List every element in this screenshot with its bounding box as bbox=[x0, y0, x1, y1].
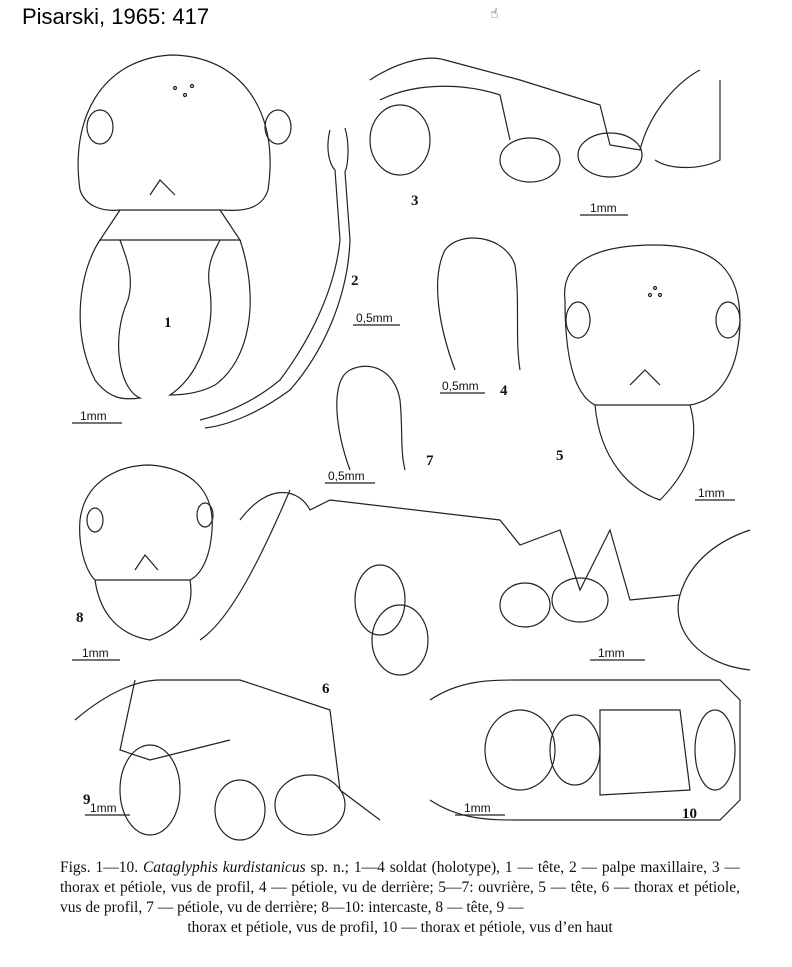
figure-plate: 1 2 3 4 5 6 7 8 9 10 1mm 0,5mm 1mm 0,5mm… bbox=[72, 54, 751, 841]
fig9-thorax-drawing bbox=[74, 679, 381, 841]
caption-body: sp. n.; 1—4 soldat (holotype), 1 — tête,… bbox=[60, 859, 741, 916]
fig1-scale: 1mm bbox=[80, 409, 107, 423]
fig2-label: 2 bbox=[351, 273, 359, 289]
fig1-head-drawing bbox=[77, 54, 292, 400]
hand-cursor-icon: ☝ bbox=[490, 6, 499, 22]
fig6-label: 6 bbox=[322, 681, 330, 697]
fig3-scale: 1mm bbox=[590, 201, 617, 215]
fig8-head-drawing bbox=[79, 464, 214, 641]
fig6-scale: 1mm bbox=[598, 646, 625, 660]
fig4-label: 4 bbox=[500, 383, 508, 399]
fig10-scale: 1mm bbox=[464, 801, 491, 815]
fig9-scale: 1mm bbox=[90, 801, 117, 815]
figure-caption: Figs. 1—10. Cataglyphis kurdistanicus sp… bbox=[60, 858, 740, 938]
fig8-label: 8 bbox=[76, 610, 84, 626]
fig9-label: 9 bbox=[83, 792, 91, 808]
fig4-scale: 0,5mm bbox=[442, 379, 479, 393]
fig3-thorax-drawing bbox=[369, 57, 721, 183]
fig10-dorsal-drawing bbox=[429, 679, 741, 821]
fig7-label: 7 bbox=[426, 453, 434, 469]
fig7-petiole-drawing bbox=[336, 365, 406, 471]
fig2-scale: 0,5mm bbox=[356, 311, 393, 325]
fig5-head-drawing bbox=[564, 244, 741, 501]
fig8-scale: 1mm bbox=[82, 646, 109, 660]
scale-bars: 1mm 0,5mm 1mm 0,5mm 1mm 1mm 0,5mm 1mm 1m… bbox=[72, 201, 735, 816]
fig3-label: 3 bbox=[411, 193, 419, 209]
caption-prefix: Figs. 1—10. bbox=[60, 859, 143, 876]
caption-last-line: thorax et pétiole, vus de profil, 10 — t… bbox=[187, 919, 613, 936]
caption-species: Cataglyphis kurdistanicus bbox=[142, 859, 306, 876]
fig2-palp-drawing bbox=[199, 127, 351, 429]
fig1-label: 1 bbox=[164, 315, 172, 331]
fig5-scale: 1mm bbox=[698, 486, 725, 500]
fig5-label: 5 bbox=[556, 448, 564, 464]
fig6-thorax-drawing bbox=[199, 489, 751, 676]
fig4-petiole-drawing bbox=[436, 237, 521, 371]
citation: Pisarski, 1965: 417 bbox=[22, 4, 210, 29]
fig10-label: 10 bbox=[682, 806, 697, 822]
fig7-scale: 0,5mm bbox=[328, 469, 365, 483]
